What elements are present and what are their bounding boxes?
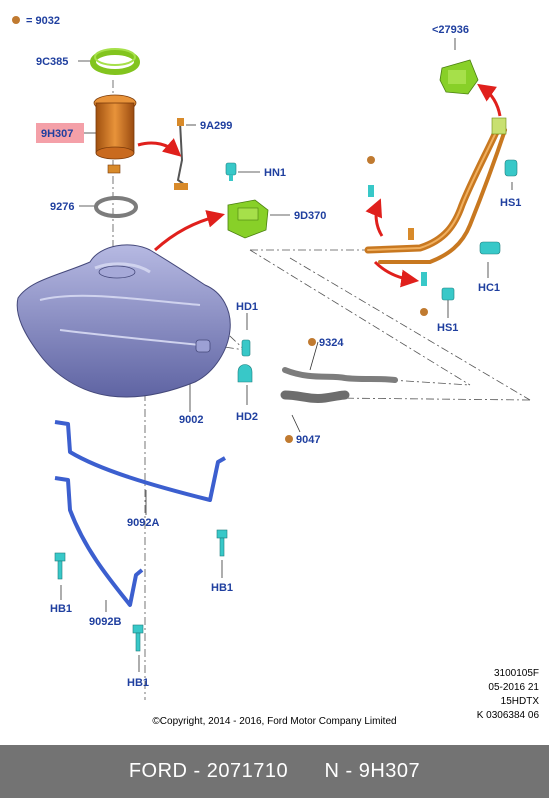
bolt-hb1-right (216, 529, 228, 557)
clip-hc1 (479, 241, 501, 255)
highlight-9h307 (36, 123, 84, 143)
clip-small-1 (368, 185, 374, 197)
leader-lines (112, 80, 531, 700)
label-leaders (60, 38, 513, 672)
label-9d370[interactable]: 9D370 (294, 210, 326, 222)
info-line-3: 15HDTX (500, 696, 539, 707)
fuel-system-diagram: = 9032 9C385 9H307 9A299 9276 HN1 9D370 … (12, 15, 531, 700)
label-9324[interactable]: 9324 (319, 337, 344, 349)
fuel-tank (16, 244, 231, 398)
footer-ref: N - 9H307 (324, 760, 421, 782)
clip-hn1 (225, 162, 237, 181)
label-9h307[interactable]: 9H307 (41, 128, 73, 140)
strap-9092a (54, 420, 226, 502)
hose-9047 (280, 390, 350, 403)
clip-small-2 (421, 272, 427, 286)
hose-9324 (282, 367, 398, 383)
footer-bar: FORD - 2071710 N - 9H307 (0, 745, 549, 798)
label-hs1-upper[interactable]: HS1 (500, 197, 521, 209)
label-9092b[interactable]: 9092B (89, 616, 121, 628)
label-9047[interactable]: 9047 (296, 434, 320, 446)
fuel-sender-9a299 (174, 118, 188, 190)
strap-9092b (54, 476, 144, 607)
legend: = 9032 (12, 15, 60, 27)
clip-hd1 (241, 339, 251, 357)
label-9276[interactable]: 9276 (50, 201, 74, 213)
fuel-pump-module-9h307 (93, 94, 137, 174)
footer-part-number: FORD - 2071710 (128, 760, 289, 782)
bolt-hb1-left (54, 552, 66, 580)
label-9002[interactable]: 9002 (179, 414, 203, 426)
clip-hd2 (237, 364, 253, 383)
label-hb1-right[interactable]: HB1 (211, 582, 233, 594)
clip-hs1-lower (441, 287, 455, 301)
label-hd1[interactable]: HD1 (236, 301, 258, 313)
label-9092a[interactable]: 9092A (127, 517, 159, 529)
copyright: ©Copyright, 2014 - 2016, Ford Motor Comp… (152, 716, 397, 727)
canister-9d370 (227, 199, 269, 239)
label-hb1-middle[interactable]: HB1 (127, 677, 149, 689)
info-line-1: 3100105F (493, 668, 539, 679)
lock-ring-9c385 (90, 48, 140, 75)
legend-dot (12, 16, 20, 24)
clip-hs1-upper (504, 159, 518, 177)
label-hb1-left[interactable]: HB1 (50, 603, 72, 615)
seal-9276 (94, 196, 138, 218)
info-line-4: K 0306384 06 (476, 710, 539, 721)
label-hn1[interactable]: HN1 (264, 167, 286, 179)
bolt-hb1-middle (132, 624, 144, 652)
label-hs1-lower[interactable]: HS1 (437, 322, 458, 334)
info-line-2: 05-2016 21 (488, 682, 539, 693)
red-arrows (137, 83, 502, 288)
dot-9032-markers (285, 156, 428, 443)
label-hd2[interactable]: HD2 (236, 411, 258, 423)
footer-gap (288, 760, 324, 782)
clip-small-3 (408, 228, 414, 240)
label-9c385[interactable]: 9C385 (36, 56, 68, 68)
filler-pipe (364, 117, 507, 264)
label-hc1[interactable]: HC1 (478, 282, 500, 294)
legend-label: = 9032 (26, 15, 60, 27)
filler-cap-27936 (439, 59, 479, 95)
label-27936[interactable]: <27936 (432, 24, 469, 36)
label-9a299[interactable]: 9A299 (200, 120, 232, 132)
